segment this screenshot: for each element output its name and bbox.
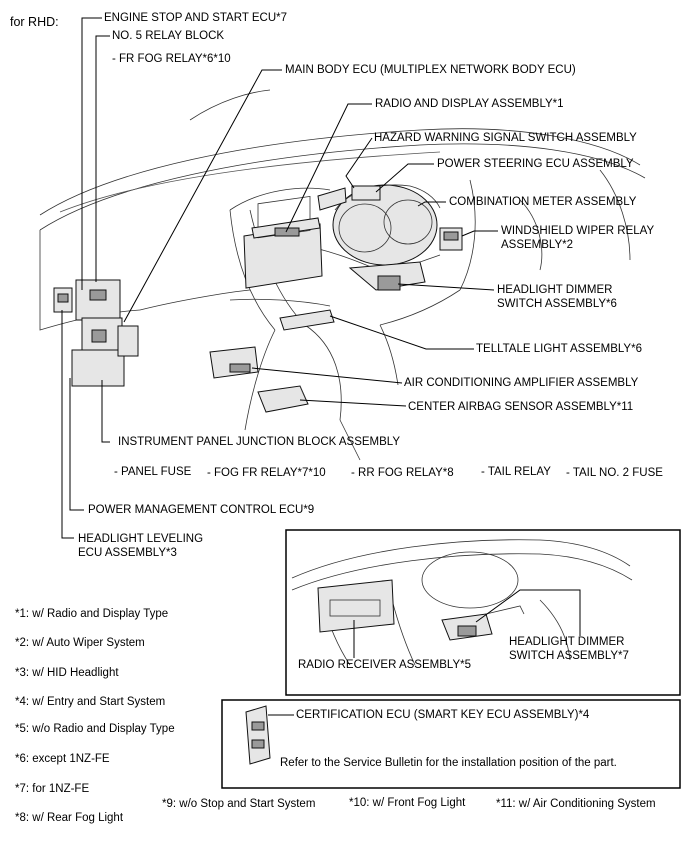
label-power-steering-ecu: POWER STEERING ECU ASSEMBLY	[437, 158, 634, 170]
label-fr-fog-relay: - FR FOG RELAY*6*10	[112, 53, 231, 65]
label-engine-stop-ecu: ENGINE STOP AND START ECU*7	[104, 12, 287, 24]
inset-dashboard-drawing	[291, 539, 633, 666]
footnote-5: *5: w/o Radio and Display Type	[15, 723, 175, 735]
footnote-9: *9: w/o Stop and Start System	[162, 798, 316, 810]
label-main-body-ecu: MAIN BODY ECU (MULTIPLEX NETWORK BODY EC…	[285, 64, 576, 76]
label-telltale-light: TELLTALE LIGHT ASSEMBLY*6	[476, 343, 642, 355]
label-relay-block: NO. 5 RELAY BLOCK	[112, 30, 225, 42]
label-wiper-relay-line1: WINDSHIELD WIPER RELAY	[501, 225, 655, 237]
label-radio-receiver: RADIO RECEIVER ASSEMBLY*5	[298, 659, 471, 671]
footnote-4: *4: w/ Entry and Start System	[15, 696, 166, 708]
label-combination-meter: COMBINATION METER ASSEMBLY	[449, 196, 637, 208]
ac-amplifier-drawing	[209, 346, 259, 379]
footnote-6: *6: except 1NZ-FE	[15, 753, 110, 765]
label-service-bulletin: Refer to the Service Bulletin for the in…	[280, 757, 617, 769]
label-tail-relay: - TAIL RELAY	[481, 466, 551, 478]
label-ac-amplifier: AIR CONDITIONING AMPLIFIER ASSEMBLY	[404, 377, 639, 389]
label-wiper-relay-line2: ASSEMBLY*2	[501, 239, 574, 251]
telltale-light-drawing	[279, 309, 335, 331]
footnote-1: *1: w/ Radio and Display Type	[15, 608, 169, 620]
inset-leader-lines	[353, 589, 581, 658]
combination-meter-drawing	[332, 184, 441, 266]
label-panel-fuse: - PANEL FUSE	[114, 466, 192, 478]
footnote-2: *2: w/ Auto Wiper System	[15, 637, 145, 649]
hazard-switch-drawing	[317, 185, 381, 211]
footnote-7: *7: for 1NZ-FE	[15, 783, 90, 795]
variant-label: for RHD:	[10, 15, 59, 29]
label-power-management-ecu: POWER MANAGEMENT CONTROL ECU*9	[88, 504, 315, 516]
label-radio-display: RADIO AND DISPLAY ASSEMBLY*1	[375, 98, 564, 110]
label-rr-fog-relay: - RR FOG RELAY*8	[351, 467, 454, 479]
label-ip-junction-block: INSTRUMENT PANEL JUNCTION BLOCK ASSEMBLY	[118, 436, 401, 448]
label-airbag-sensor: CENTER AIRBAG SENSOR ASSEMBLY*11	[408, 401, 634, 413]
inset-certification-box	[221, 699, 681, 789]
headlight-dimmer-drawing	[348, 254, 441, 291]
footnote-10: *10: w/ Front Fog Light	[349, 797, 466, 809]
label-tail-fuse: - TAIL NO. 2 FUSE	[566, 467, 663, 479]
footnote-8: *8: w/ Rear Fog Light	[15, 812, 124, 824]
footnote-11: *11: w/ Air Conditioning System	[496, 798, 656, 810]
label-headlight-dimmer-6-line2: SWITCH ASSEMBLY*6	[497, 298, 617, 310]
footnote-3: *3: w/ HID Headlight	[15, 667, 119, 679]
junction-block-drawing	[53, 279, 139, 387]
radio-display-drawing	[243, 195, 323, 289]
label-headlight-dimmer-6-line1: HEADLIGHT DIMMER	[497, 284, 613, 296]
label-headlight-dimmer-7-line1: HEADLIGHT DIMMER	[509, 636, 625, 648]
inset-radio-receiver-box	[285, 529, 681, 696]
label-leveling-ecu-line2: ECU ASSEMBLY*3	[78, 547, 177, 559]
wiper-relay-drawing	[439, 227, 463, 251]
leader-lines	[61, 17, 498, 539]
label-leveling-ecu-line1: HEADLIGHT LEVELING	[78, 533, 204, 545]
label-certification-ecu: CERTIFICATION ECU (SMART KEY ECU ASSEMBL…	[296, 709, 590, 721]
label-fog-fr-relay: - FOG FR RELAY*7*10	[207, 467, 326, 479]
label-hazard-switch: HAZARD WARNING SIGNAL SWITCH ASSEMBLY	[374, 132, 637, 144]
certification-ecu-drawing	[245, 705, 271, 765]
label-headlight-dimmer-7-line2: SWITCH ASSEMBLY*7	[509, 650, 629, 662]
airbag-sensor-drawing	[257, 385, 309, 413]
